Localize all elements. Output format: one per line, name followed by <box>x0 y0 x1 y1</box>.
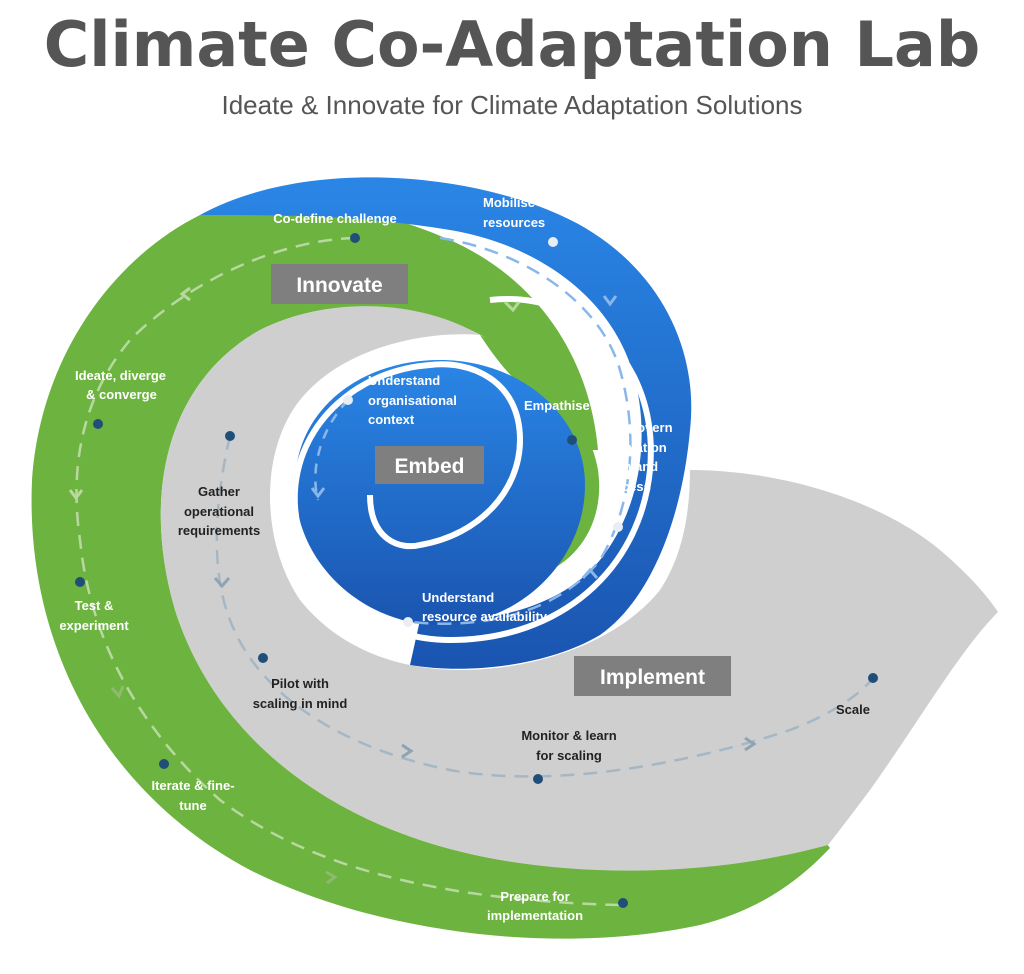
phase-implement: Implement <box>574 656 731 696</box>
flow-path-inner <box>314 399 349 501</box>
embed-blue-core <box>295 360 585 625</box>
svg-text:Mobilise: Mobilise <box>483 195 535 210</box>
svg-text:Gather: Gather <box>198 484 240 499</box>
svg-text:tune: tune <box>179 798 206 813</box>
step-label-ideate: Ideate, diverge & converge <box>75 368 166 402</box>
chevron-right-icon <box>325 870 338 885</box>
svg-text:Embed: Embed <box>394 455 464 478</box>
chevron-down-icon <box>602 295 618 307</box>
flow-path-grey <box>215 435 874 778</box>
step-dot <box>403 617 413 627</box>
step-label-gather: Gather operational requirements <box>178 484 260 538</box>
step-label-self-govern: Self-govern innovation team and process <box>601 420 673 494</box>
step-dot <box>613 522 623 532</box>
step-dot <box>868 673 878 683</box>
inner-green-swirl <box>400 335 600 582</box>
svg-text:Ideate, diverge: Ideate, diverge <box>75 368 166 383</box>
step-dot <box>159 759 169 769</box>
svg-text:operational: operational <box>184 504 254 519</box>
chevron-down-icon <box>110 685 125 699</box>
white-spiral-line <box>291 296 654 644</box>
svg-text:experiment: experiment <box>59 618 129 633</box>
step-dot <box>533 774 543 784</box>
svg-text:Understand: Understand <box>368 373 440 388</box>
svg-text:Iterate & fine-: Iterate & fine- <box>151 778 234 793</box>
svg-text:organisational: organisational <box>368 393 457 408</box>
step-dot <box>343 395 353 405</box>
svg-text:context: context <box>368 412 415 427</box>
step-label-understand-res: Understand resource availability <box>422 590 548 624</box>
step-label-scale: Scale <box>836 702 870 717</box>
step-label-co-define: Co-define challenge <box>273 211 397 226</box>
page-title: Climate Co-Adaptation Lab <box>43 8 981 81</box>
step-label-empathise: Empathise <box>524 398 590 413</box>
step-dot <box>75 577 85 587</box>
page-subtitle: Ideate & Innovate for Climate Adaptation… <box>221 90 803 120</box>
phase-embed: Embed <box>375 446 484 484</box>
svg-text:team and: team and <box>601 459 658 474</box>
svg-text:Innovate: Innovate <box>296 274 382 297</box>
svg-text:Self-govern: Self-govern <box>601 420 673 435</box>
chevron-down-icon <box>213 577 231 589</box>
chevron-down-icon <box>503 300 521 313</box>
step-label-iterate: Iterate & fine- tune <box>151 778 234 813</box>
phase-innovate: Innovate <box>271 264 408 304</box>
svg-text:Prepare for: Prepare for <box>500 889 569 904</box>
step-label-mobilise: Mobilise resources <box>483 195 545 230</box>
step-label-monitor: Monitor & learn for scaling <box>521 728 616 763</box>
step-dot <box>225 431 235 441</box>
step-dot <box>93 419 103 429</box>
step-label-understand-org: Understand organisational context <box>368 373 457 427</box>
flow-path-blue <box>409 236 632 625</box>
flow-path-outer <box>75 236 621 907</box>
chevron-left-icon <box>179 286 191 302</box>
svg-text:Implement: Implement <box>600 666 705 689</box>
svg-text:Test &: Test & <box>75 598 114 613</box>
svg-text:implementation: implementation <box>487 908 583 923</box>
chevron-right-icon <box>401 743 414 759</box>
svg-text:Monitor & learn: Monitor & learn <box>521 728 616 743</box>
svg-text:innovation: innovation <box>601 440 667 455</box>
step-dot <box>548 237 558 247</box>
svg-text:resources: resources <box>483 215 545 230</box>
chevron-down-icon <box>68 489 84 501</box>
svg-text:& converge: & converge <box>86 387 157 402</box>
step-dot <box>567 435 577 445</box>
svg-text:Understand: Understand <box>422 590 494 605</box>
step-dot <box>258 653 268 663</box>
svg-text:for scaling: for scaling <box>536 748 602 763</box>
svg-text:process: process <box>601 479 651 494</box>
svg-text:scaling in mind: scaling in mind <box>253 696 348 711</box>
step-dot <box>618 898 628 908</box>
svg-text:requirements: requirements <box>178 523 260 538</box>
step-label-prepare: Prepare for implementation <box>487 889 583 923</box>
step-dot <box>350 233 360 243</box>
svg-text:resource availability: resource availability <box>422 609 548 624</box>
chevron-right-icon <box>744 736 757 752</box>
chevron-up-icon <box>581 567 599 579</box>
chevron-down-icon <box>310 487 326 499</box>
outer-green-band <box>31 203 831 939</box>
step-label-pilot: Pilot with scaling in mind <box>253 676 348 711</box>
svg-text:Pilot with: Pilot with <box>271 676 329 691</box>
step-label-test: Test & experiment <box>59 598 129 633</box>
